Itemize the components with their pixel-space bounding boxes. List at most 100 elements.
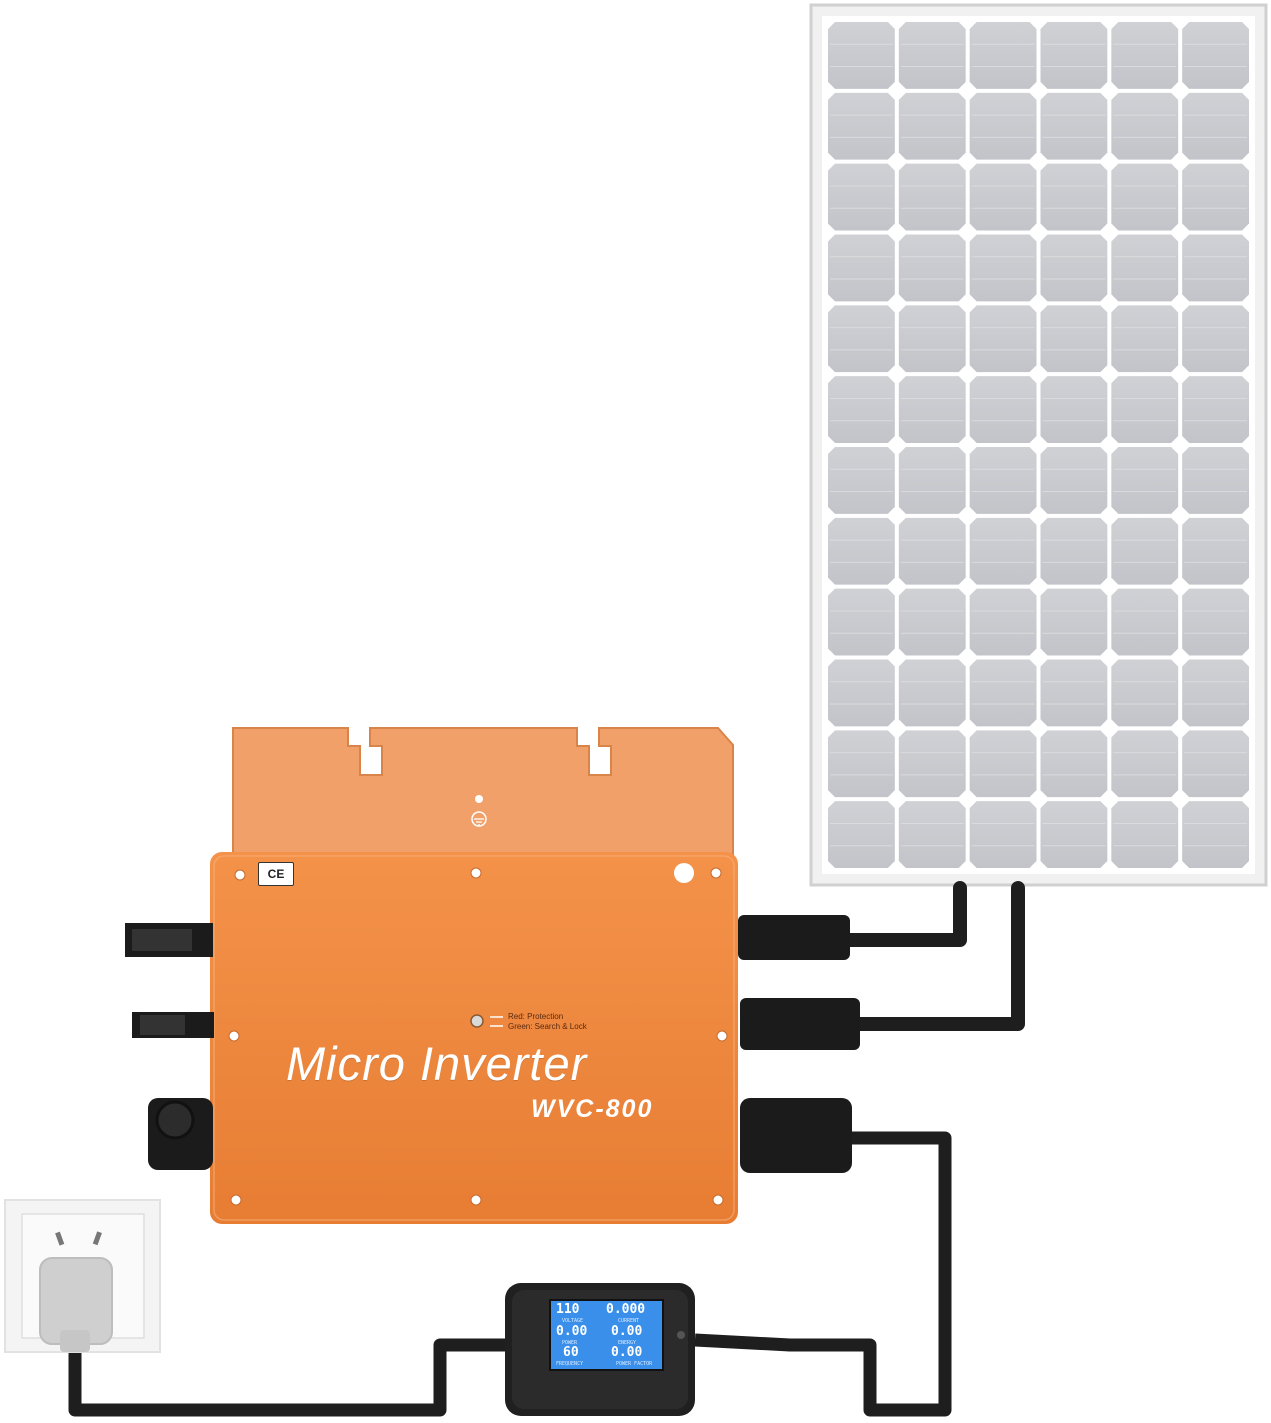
solar-cell (898, 234, 966, 302)
solar-cell (1182, 22, 1249, 89)
solar-cell (969, 234, 1037, 302)
solar-cell (1182, 447, 1249, 514)
meter-pf: 0.00 (611, 1345, 643, 1360)
meter-current-label: CURRENT (618, 1318, 640, 1324)
solar-cell (828, 801, 895, 868)
solar-cell (898, 92, 966, 160)
solar-cell (828, 376, 895, 443)
meter-voltage: 110 (556, 1302, 580, 1317)
solar-cell (1040, 376, 1108, 443)
power-meter (505, 1283, 791, 1416)
led-red-legend: Red: Protection (508, 1012, 564, 1021)
solar-cell (898, 22, 966, 89)
led-green-legend: Green: Search & Lock (508, 1022, 587, 1031)
solar-cell (828, 92, 895, 160)
solar-cell (1182, 376, 1249, 443)
ce-certification-mark: CE (258, 862, 294, 886)
meter-frequency-label: FREQUENCY (556, 1361, 584, 1367)
solar-cell (969, 163, 1037, 231)
solar-cell (969, 801, 1037, 868)
meter-energy-label: ENERGY (618, 1340, 637, 1346)
meter-pf-label: POWER FACTOR (616, 1361, 653, 1367)
solar-cell (1111, 588, 1179, 656)
solar-cell (898, 588, 966, 656)
solar-cell (1111, 730, 1179, 798)
solar-cell (898, 730, 966, 798)
solar-cell (828, 163, 895, 231)
solar-cell (828, 447, 895, 514)
solar-cell (969, 588, 1037, 656)
solar-cell (1040, 588, 1108, 656)
solar-cell (969, 22, 1037, 89)
solar-cell (1040, 92, 1108, 160)
status-led-icon (470, 1014, 484, 1028)
meter-current: 0.000 (606, 1302, 646, 1317)
product-title: Micro Inverter (286, 1037, 588, 1090)
solar-cell (969, 376, 1037, 443)
solar-cell (1111, 517, 1179, 585)
solar-cell (898, 376, 966, 443)
solar-cell (828, 234, 895, 302)
ground-symbol-icon (471, 811, 487, 827)
solar-cell (1111, 447, 1179, 514)
solar-cell (1040, 517, 1108, 585)
solar-cell (898, 801, 966, 868)
solar-cell (898, 659, 966, 727)
mounting-bracket (232, 727, 734, 861)
solar-cell (828, 305, 895, 373)
solar-cell (898, 517, 966, 585)
solar-cell (969, 447, 1037, 514)
wall-socket (4, 1199, 161, 1353)
solar-cell (828, 659, 895, 727)
solar-cell (1040, 234, 1108, 302)
solar-cell (1111, 305, 1179, 373)
solar-cell (1182, 163, 1249, 231)
solar-cell (828, 588, 895, 656)
solar-cell (828, 730, 895, 798)
ac-cable (68, 1131, 952, 1417)
solar-cell (1182, 730, 1249, 798)
solar-cell (1111, 234, 1179, 302)
solar-cell (1111, 801, 1179, 868)
solar-cell (1111, 163, 1179, 231)
solar-cell (898, 305, 966, 373)
solar-cell (1040, 305, 1108, 373)
solar-cell (969, 730, 1037, 798)
solar-cell (1040, 163, 1108, 231)
meter-voltage-label: VOLTAGE (562, 1318, 584, 1324)
solar-cell (1182, 659, 1249, 727)
left-connectors (125, 923, 214, 1170)
solar-cell (969, 305, 1037, 373)
solar-cell (1182, 92, 1249, 160)
solar-cell (1182, 588, 1249, 656)
solar-cell (1040, 22, 1108, 89)
solar-cell (828, 517, 895, 585)
solar-cell (969, 92, 1037, 160)
product-model: WVC-800 (531, 1095, 654, 1123)
solar-cell (969, 659, 1037, 727)
meter-energy: 0.00 (611, 1324, 643, 1339)
solar-cell (1040, 447, 1108, 514)
right-connectors (738, 915, 860, 1173)
solar-cell (1040, 659, 1108, 727)
solar-cell (1182, 305, 1249, 373)
solar-panel (809, 3, 1268, 887)
meter-frequency: 60 (563, 1345, 579, 1360)
solar-cell (1111, 376, 1179, 443)
solar-cell (1111, 92, 1179, 160)
solar-cell (1111, 22, 1179, 89)
solar-cell (1040, 730, 1108, 798)
dc-cables (843, 881, 1025, 1031)
solar-cell (1182, 234, 1249, 302)
solar-cell (1182, 801, 1249, 868)
solar-cell (1111, 659, 1179, 727)
solar-cell (828, 22, 895, 89)
meter-power-label: POWER (562, 1340, 578, 1346)
solar-cell (898, 163, 966, 231)
solar-cell (898, 447, 966, 514)
meter-power: 0.00 (556, 1324, 588, 1339)
solar-cell (1182, 517, 1249, 585)
solar-cell (969, 517, 1037, 585)
solar-cell (1040, 801, 1108, 868)
